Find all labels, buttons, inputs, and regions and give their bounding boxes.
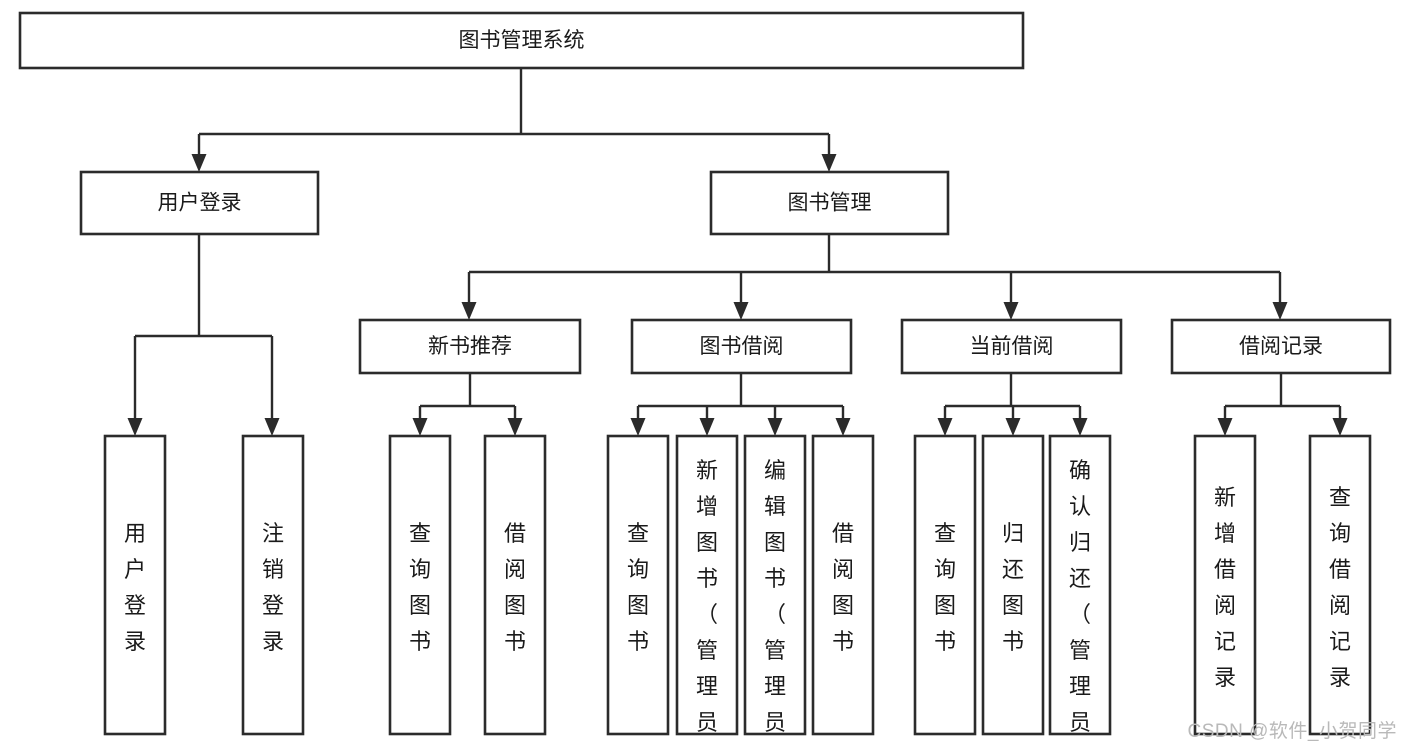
node-label: 查询图书	[409, 521, 431, 654]
node-level3-1[interactable]: 新书推荐	[358, 318, 582, 375]
arrow-head-icon	[1272, 302, 1288, 320]
node-box[interactable]	[913, 434, 977, 736]
connector-current-borrow-children	[937, 373, 1088, 436]
node-leaf-12[interactable]: 新增借阅记录	[1193, 434, 1257, 736]
node-label: 用户登录	[158, 192, 242, 215]
node-label: 查询图书	[627, 521, 649, 654]
node-box[interactable]	[241, 434, 305, 736]
node-box[interactable]	[388, 434, 452, 736]
node-leaf-5[interactable]: 查询图书	[606, 434, 670, 736]
node-leaf-9[interactable]: 查询图书	[913, 434, 977, 736]
node-label: 借阅记录	[1239, 335, 1323, 358]
node-box[interactable]	[981, 434, 1045, 736]
node-label: 归还图书	[1002, 521, 1024, 654]
node-leaf-11[interactable]: 确认归还（管理员）	[1048, 434, 1112, 747]
connector-root-to-level2	[191, 68, 837, 172]
arrow-head-icon	[821, 154, 837, 172]
node-box[interactable]	[1170, 318, 1392, 375]
node-box[interactable]	[1308, 434, 1372, 736]
node-box[interactable]	[743, 434, 807, 736]
arrow-head-icon	[1005, 418, 1021, 436]
node-label: 借阅图书	[504, 521, 526, 654]
connector-new-book-children	[412, 373, 523, 436]
node-level3-4[interactable]: 借阅记录	[1170, 318, 1392, 375]
arrow-head-icon	[461, 302, 477, 320]
node-level2-1[interactable]: 用户登录	[79, 170, 320, 236]
connector-book-mgmt-children	[461, 234, 1288, 320]
connector-layer	[127, 68, 1348, 436]
node-box[interactable]	[606, 434, 670, 736]
arrow-head-icon	[1217, 418, 1233, 436]
node-box[interactable]	[483, 434, 547, 736]
node-label: 编辑图书（管理员）	[764, 458, 786, 747]
node-leaf-10[interactable]: 归还图书	[981, 434, 1045, 736]
node-box[interactable]	[630, 318, 853, 375]
node-leaf-3[interactable]: 查询图书	[388, 434, 452, 736]
arrow-head-icon	[733, 302, 749, 320]
node-leaf-7[interactable]: 编辑图书（管理员）	[743, 434, 807, 747]
node-label: 借阅图书	[832, 521, 854, 654]
node-box[interactable]	[811, 434, 875, 736]
node-label: 查询借阅记录	[1329, 485, 1351, 690]
node-label: 新增借阅记录	[1214, 485, 1236, 690]
node-box[interactable]	[1193, 434, 1257, 736]
arrow-head-icon	[191, 154, 207, 172]
node-label: 新增图书（管理员）	[696, 458, 718, 747]
csdn-watermark: CSDN @软件_小贺同学	[1187, 721, 1397, 742]
node-leaf-2[interactable]: 注销登录	[241, 434, 305, 736]
node-leaf-8[interactable]: 借阅图书	[811, 434, 875, 736]
node-root-system[interactable]: 图书管理系统	[18, 11, 1025, 70]
arrow-head-icon	[1003, 302, 1019, 320]
arrow-head-icon	[1072, 418, 1088, 436]
node-box[interactable]	[1048, 434, 1112, 736]
arrow-head-icon	[835, 418, 851, 436]
node-level3-3[interactable]: 当前借阅	[900, 318, 1123, 375]
arrow-head-icon	[264, 418, 280, 436]
node-label: 当前借阅	[970, 335, 1054, 358]
connector-user-login-children	[127, 234, 280, 436]
node-box[interactable]	[103, 434, 167, 736]
node-box[interactable]	[79, 170, 320, 236]
node-label: 新书推荐	[428, 335, 512, 358]
arrow-head-icon	[630, 418, 646, 436]
node-label: 确认归还（管理员）	[1069, 458, 1091, 747]
node-label: 图书借阅	[700, 335, 784, 358]
node-box[interactable]	[709, 170, 950, 236]
node-level3-2[interactable]: 图书借阅	[630, 318, 853, 375]
node-layer: 图书管理系统用户登录图书管理新书推荐图书借阅当前借阅借阅记录用户登录注销登录查询…	[18, 11, 1392, 747]
arrow-head-icon	[127, 418, 143, 436]
arrow-head-icon	[507, 418, 523, 436]
node-box[interactable]	[358, 318, 582, 375]
connector-borrow-record-children	[1217, 373, 1348, 436]
node-label: 图书管理系统	[459, 29, 585, 52]
arrow-head-icon	[767, 418, 783, 436]
node-leaf-13[interactable]: 查询借阅记录	[1308, 434, 1372, 736]
node-box[interactable]	[900, 318, 1123, 375]
arrow-head-icon	[1332, 418, 1348, 436]
node-box[interactable]	[18, 11, 1025, 70]
arrow-head-icon	[699, 418, 715, 436]
arrow-head-icon	[412, 418, 428, 436]
node-level2-2[interactable]: 图书管理	[709, 170, 950, 236]
node-label: 图书管理	[788, 192, 872, 215]
node-label: 注销登录	[262, 521, 284, 654]
node-label: 查询图书	[934, 521, 956, 654]
node-leaf-6[interactable]: 新增图书（管理员）	[675, 434, 739, 747]
node-leaf-4[interactable]: 借阅图书	[483, 434, 547, 736]
node-label: 用户登录	[124, 521, 146, 654]
connector-book-borrow-children	[630, 373, 851, 436]
node-box[interactable]	[675, 434, 739, 736]
node-leaf-1[interactable]: 用户登录	[103, 434, 167, 736]
arrow-head-icon	[937, 418, 953, 436]
